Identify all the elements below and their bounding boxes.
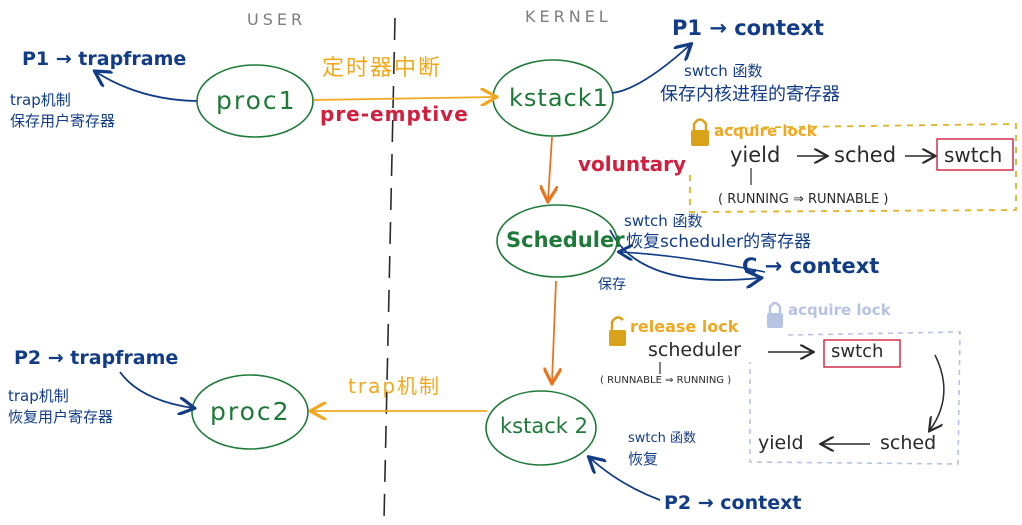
scheduler-node: Scheduler bbox=[506, 228, 625, 252]
swtch-label-1: swtch bbox=[944, 143, 1003, 167]
swtch-function-note-1: swtch 函数 bbox=[684, 62, 763, 80]
swtch-box-2 bbox=[823, 339, 901, 368]
save-kernel-regs-note: 保存内核进程的寄存器 bbox=[660, 84, 840, 105]
swtch-box-1 bbox=[936, 138, 1014, 171]
acquire-lock-label-2: acquire lock bbox=[788, 301, 891, 319]
trap-restore-line1: trap机制 bbox=[8, 387, 69, 405]
lock-icon-release bbox=[609, 316, 626, 346]
scheduler-to-kstack2-arrow bbox=[552, 280, 556, 382]
runnable-running-note: ( RUNNABLE ⇒ RUNNING ) bbox=[600, 375, 732, 386]
scheduler-label: scheduler bbox=[648, 339, 741, 361]
restore-scheduler-regs-note: 恢复scheduler的寄存器 bbox=[626, 232, 812, 252]
trap-mechanism-label: trap机制 bbox=[348, 374, 442, 398]
acquire-lock-label-1: acquire lock bbox=[714, 122, 817, 140]
kstack2-node: kstack 2 bbox=[500, 414, 588, 438]
sched-label-1: sched bbox=[834, 143, 897, 167]
preemptive-label: pre-emptive bbox=[320, 102, 469, 126]
timer-interrupt-label: 定时器中断 bbox=[322, 56, 443, 81]
context2-link bbox=[590, 458, 661, 501]
sched-label-2: sched bbox=[880, 432, 937, 454]
voluntary-label: voluntary bbox=[578, 152, 687, 176]
trapframe1-link bbox=[96, 72, 198, 102]
kstack2-ellipse bbox=[485, 390, 597, 466]
yield-label-1: yield bbox=[730, 143, 781, 167]
p1-context-note: P1 → context bbox=[672, 16, 824, 40]
lock-icon-acquire-2 bbox=[767, 301, 783, 328]
proc1-node: proc1 bbox=[216, 86, 297, 115]
proc1-to-kstack1-arrow bbox=[313, 97, 495, 100]
yield-path-box-1 bbox=[689, 123, 1017, 213]
p2-context-note: P2 → context bbox=[664, 492, 802, 514]
yield-label-2: yield bbox=[758, 432, 804, 454]
swtch-function-note-2: swtch 函数 bbox=[624, 212, 703, 230]
scheduler-restore-link bbox=[620, 252, 766, 273]
restore-note: 恢复 bbox=[628, 450, 659, 468]
scheduler-path-box-2 bbox=[749, 331, 961, 465]
swtch-label-2: swtch bbox=[831, 341, 884, 362]
kstack1-node: kstack1 bbox=[509, 84, 609, 112]
context1-link bbox=[611, 45, 690, 94]
c-context-note: C → context bbox=[742, 254, 880, 278]
user-zone-label: USER bbox=[247, 10, 307, 29]
kernel-zone-label: KERNEL bbox=[525, 7, 612, 26]
trap-save-line1: trap机制 bbox=[10, 91, 71, 109]
swtch-to-sched-arrow bbox=[930, 354, 945, 430]
proc2-node: proc2 bbox=[210, 397, 291, 426]
trapframe2-link bbox=[119, 371, 193, 408]
p1-trapframe-note: P1 → trapframe bbox=[22, 48, 187, 70]
trap-restore-line2: 恢复用户寄存器 bbox=[8, 408, 114, 426]
user-kernel-divider bbox=[383, 17, 396, 521]
scheduler-context-link bbox=[609, 229, 760, 280]
kstack1-to-scheduler-arrow bbox=[548, 136, 552, 200]
p2-trapframe-note: P2 → trapframe bbox=[14, 347, 179, 369]
running-runnable-note: ( RUNNING ⇒ RUNNABLE ) bbox=[718, 192, 889, 207]
save-note: 保存 bbox=[598, 277, 626, 293]
trap-save-line2: 保存用户寄存器 bbox=[10, 112, 116, 130]
swtch-function-note-3: swtch 函数 bbox=[628, 431, 697, 446]
release-lock-label: release lock bbox=[630, 317, 739, 336]
lock-icon-acquire-1 bbox=[691, 118, 709, 146]
